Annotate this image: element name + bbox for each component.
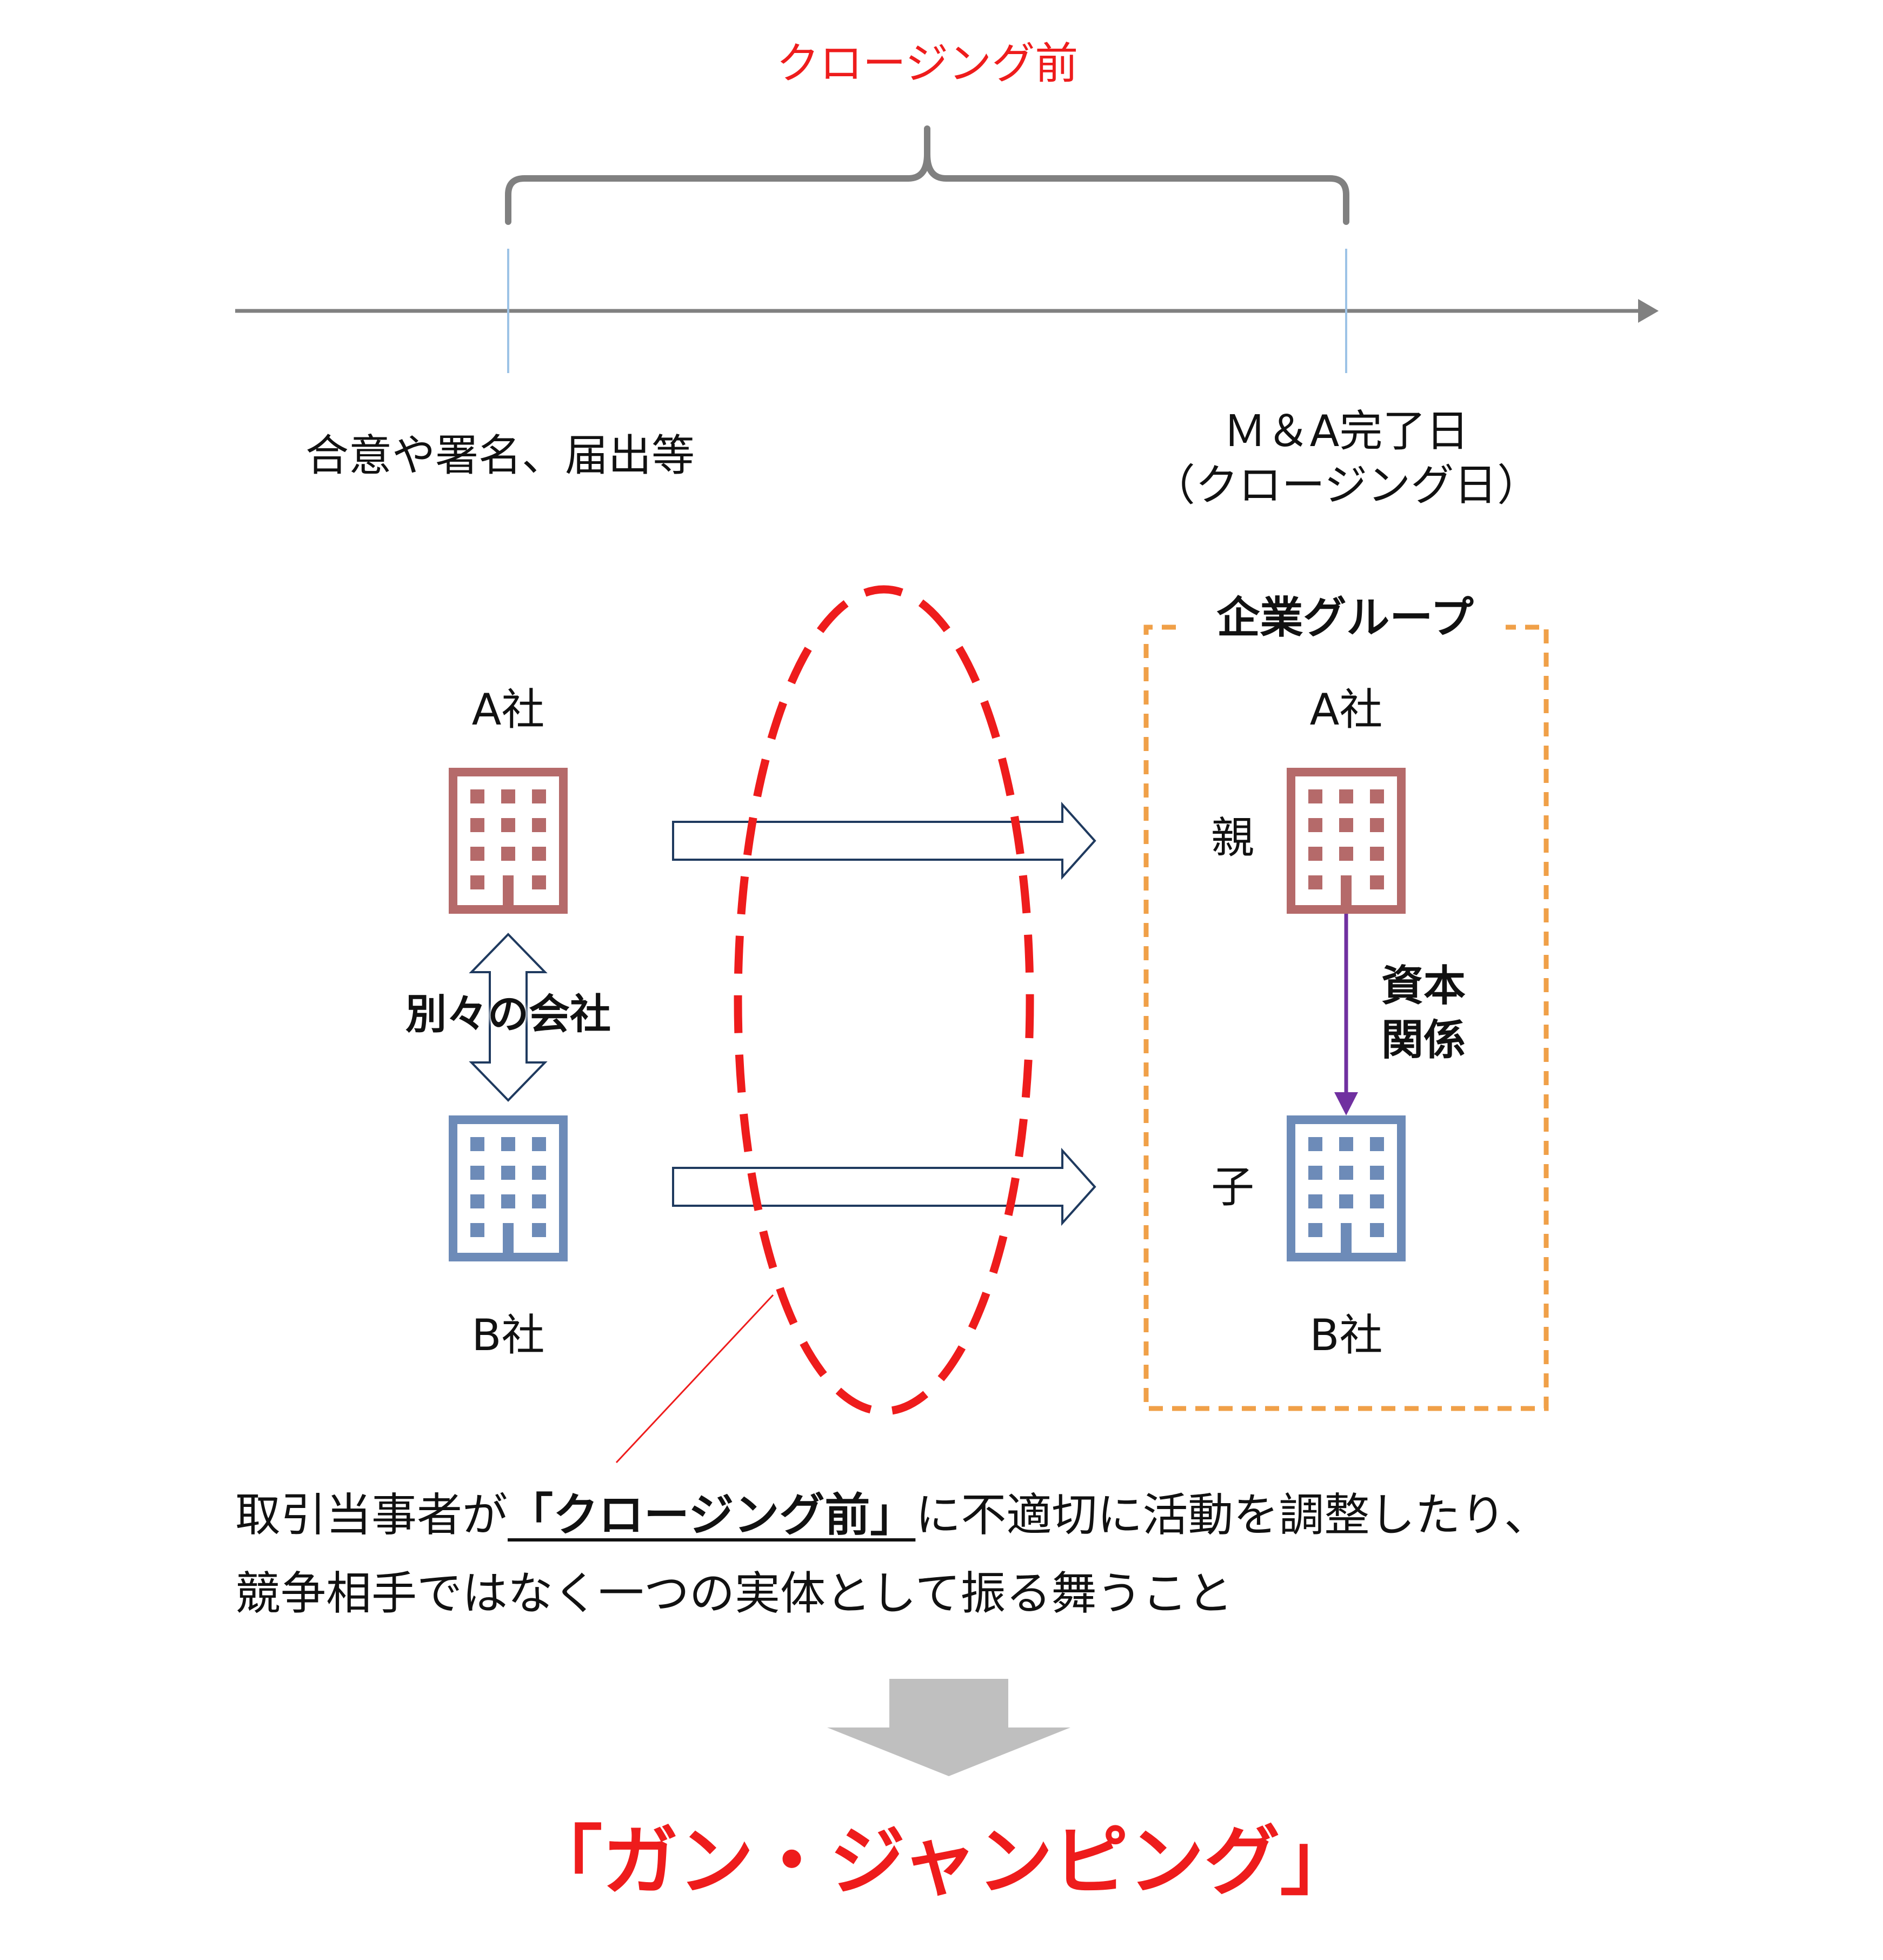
closing-date-label-line2: （クロージング日） bbox=[1152, 460, 1541, 510]
building-icon-company-a bbox=[453, 772, 563, 909]
timeline-arrowhead bbox=[1638, 299, 1659, 323]
building-icon-child bbox=[1291, 1120, 1401, 1257]
caption-emphasis: 「クロージング前」 bbox=[508, 1489, 916, 1542]
closing-date-label-line1: Ｍ＆A完了日 bbox=[1223, 406, 1469, 456]
transition-arrow-company-b bbox=[672, 1147, 1096, 1226]
corporate-group-border bbox=[1143, 624, 1549, 1411]
transition-arrow-company-a bbox=[672, 801, 1096, 880]
building-icon-company-b bbox=[453, 1120, 563, 1257]
period-brace bbox=[505, 125, 1349, 225]
agreement-signing-filing-label: 合意や署名、届出等 bbox=[305, 430, 695, 481]
right-company-b-label: B社 bbox=[1309, 1310, 1383, 1360]
capital-relation-label-line2: 関係 bbox=[1381, 1016, 1466, 1065]
caption-line-1: 取引当事者が「クロージング前」に不適切に活動を調整したり、 bbox=[235, 1492, 1549, 1538]
left-company-a-label: A社 bbox=[471, 685, 545, 735]
capital-relation-label-line1: 資本 bbox=[1381, 962, 1466, 1011]
callout-leader-line bbox=[615, 1294, 774, 1464]
left-company-b-label: B社 bbox=[471, 1310, 545, 1360]
pre-closing-period-label: クロージング前 bbox=[776, 38, 1079, 89]
separate-companies-label: 別々の会社 bbox=[405, 990, 611, 1038]
caption-line-2: 競争相手ではなく一つの実体として振る舞うこと bbox=[235, 1567, 1233, 1620]
gun-jumping-conclusion: 「ガン・ジャンピング」 bbox=[527, 1818, 1356, 1906]
parent-label: 親 bbox=[1211, 813, 1254, 863]
separate-companies-double-arrow bbox=[469, 933, 548, 1102]
child-label: 子 bbox=[1211, 1162, 1254, 1212]
pre-closing-highlight-ellipse bbox=[734, 585, 1034, 1416]
caption-prefix: 取引当事者が bbox=[235, 1489, 508, 1542]
building-icon-parent bbox=[1291, 772, 1401, 909]
conclusion-arrow bbox=[827, 1679, 1070, 1776]
right-company-a-label: A社 bbox=[1309, 685, 1383, 735]
capital-relation-arrowhead bbox=[1334, 1092, 1358, 1115]
caption-suffix: に不適切に活動を調整したり、 bbox=[915, 1489, 1549, 1542]
corporate-group-title: 企業グループ bbox=[1207, 592, 1483, 644]
